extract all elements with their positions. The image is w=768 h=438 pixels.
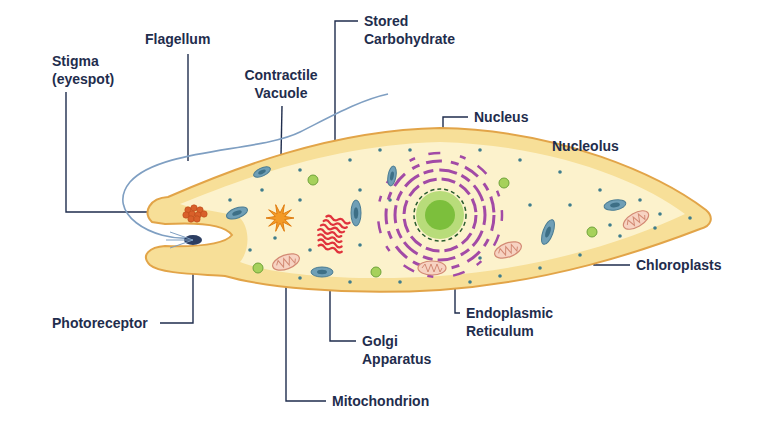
granule <box>298 198 302 202</box>
granule <box>358 243 362 247</box>
granule <box>260 188 264 192</box>
part-label: Golgi Apparatus <box>362 332 454 368</box>
part-label: Mitochondrion <box>332 392 462 410</box>
stored-carbohydrate-granules <box>253 175 597 277</box>
part-label: Stigma (eyespot) <box>52 52 137 88</box>
granule <box>498 274 502 278</box>
granule <box>608 223 612 227</box>
chloroplast <box>351 200 361 226</box>
cytoplasm-granules <box>228 148 692 284</box>
nucleolus-outline <box>414 189 466 241</box>
cell-body <box>146 128 711 292</box>
granule <box>538 266 542 270</box>
part-label: Photoreceptor <box>52 314 162 332</box>
granule <box>228 198 232 202</box>
chloroplast <box>386 165 397 186</box>
granule <box>618 234 622 238</box>
chloroplast <box>311 267 333 277</box>
granule <box>248 248 252 252</box>
part-label: Contractile Vacuole <box>230 66 332 102</box>
granule <box>518 158 522 162</box>
granule <box>578 253 582 257</box>
golgi-apparatus <box>318 215 350 253</box>
granule <box>371 267 381 277</box>
mitochondria <box>270 207 651 275</box>
mitochondrion <box>492 239 523 262</box>
chloroplasts <box>225 165 627 277</box>
chloroplast <box>252 165 272 180</box>
granule <box>273 236 277 240</box>
part-label: Endoplasmic Reticulum <box>466 304 578 340</box>
granule <box>499 178 509 188</box>
golgi-cisterna <box>318 228 342 237</box>
granule <box>658 212 662 216</box>
chloroplast <box>603 198 626 212</box>
granule <box>638 198 642 202</box>
mitochondrion <box>620 207 651 233</box>
endoplasmic-reticulum <box>378 153 502 277</box>
granule <box>653 226 657 230</box>
part-label: Nucleolus <box>552 137 662 155</box>
granule <box>568 203 572 207</box>
granule <box>598 188 602 192</box>
part-label: Flagellum <box>145 30 255 48</box>
part-label: Stored Carbohydrate <box>364 12 476 48</box>
granule <box>398 280 402 284</box>
stigma-granule <box>191 205 197 211</box>
granule <box>253 263 263 273</box>
chloroplast <box>539 218 557 246</box>
nucleolus <box>425 200 455 230</box>
granule <box>468 280 472 284</box>
granule <box>478 148 482 152</box>
part-label: Chloroplasts <box>636 256 761 274</box>
mitochondrion <box>270 251 301 274</box>
stigma-granule <box>194 216 200 222</box>
stigma-granule <box>188 216 194 222</box>
golgi-cisterna <box>318 239 342 248</box>
nucleus-group <box>378 153 502 277</box>
leader-line <box>187 54 188 161</box>
nucleus <box>416 191 464 239</box>
leader-line <box>66 92 183 212</box>
stigma-granule <box>201 211 207 217</box>
granule <box>688 216 692 220</box>
granule <box>298 276 302 280</box>
golgi-cisterna <box>318 244 342 253</box>
leader-line <box>286 272 326 401</box>
granule <box>358 188 362 192</box>
stigma <box>183 205 207 222</box>
flagellum-root <box>166 232 193 248</box>
mitochondrion <box>418 261 446 275</box>
granule <box>378 148 382 152</box>
granule <box>348 158 352 162</box>
granule <box>298 168 302 172</box>
part-label: Nucleus <box>474 108 574 126</box>
contractile-vacuole <box>266 205 294 232</box>
golgi-cisterna <box>318 234 342 243</box>
granule <box>308 248 312 252</box>
granule <box>558 170 562 174</box>
granule <box>308 175 318 185</box>
granule <box>528 203 532 207</box>
granule <box>478 256 482 260</box>
granule <box>587 227 597 237</box>
granule <box>408 148 412 152</box>
chloroplast <box>225 205 249 222</box>
cytoplasm <box>180 142 685 278</box>
granule <box>348 280 352 284</box>
